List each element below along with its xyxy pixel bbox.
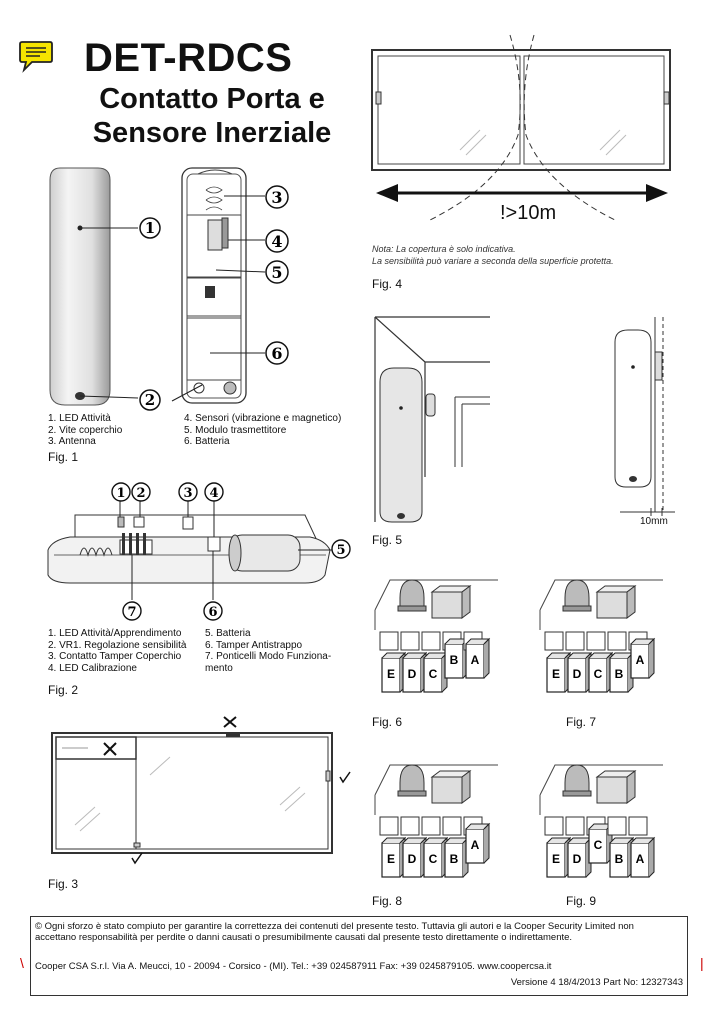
fig6-pin-label: B xyxy=(450,653,459,667)
fig2-callout-2: 2 xyxy=(131,482,151,502)
fig4-caption: Fig. 4 xyxy=(372,277,403,291)
fig2-callout-5: 5 xyxy=(331,539,351,559)
svg-text:2: 2 xyxy=(136,486,145,501)
fig8-pin-label: E xyxy=(387,852,395,866)
svg-text:1: 1 xyxy=(145,219,155,237)
fig1-callout-2: 2 xyxy=(139,389,161,411)
fig1-legend-right: 4. Sensori (vibrazione e magnetico)5. Mo… xyxy=(184,413,342,447)
svg-text:6: 6 xyxy=(271,344,282,363)
footer-box: © Ogni sforzo è stato compiuto per garan… xyxy=(30,916,688,996)
fig6-pin-label: A xyxy=(471,653,480,667)
fig1-illustration xyxy=(49,167,266,406)
fig1-caption: Fig. 1 xyxy=(48,450,79,464)
footer-version: Versione 4 18/4/2013 Part No: 12327343 xyxy=(510,977,683,988)
fig9-caption: Fig. 9 xyxy=(566,894,597,908)
fig4-illustration xyxy=(371,34,671,221)
fig2-callout-1: 1 xyxy=(111,482,131,502)
svg-text:6: 6 xyxy=(208,605,217,620)
footer-address: Cooper CSA S.r.l. Via A. Meucci, 10 - 20… xyxy=(35,961,552,972)
fig2-callout-7: 7 xyxy=(122,601,142,621)
fig9-pin-label: D xyxy=(573,852,582,866)
svg-text:3: 3 xyxy=(183,486,192,501)
fig9-pin-label: A xyxy=(636,852,645,866)
fig8-caption: Fig. 8 xyxy=(372,894,403,908)
fig7-caption: Fig. 7 xyxy=(566,715,597,729)
margin-mark-right: | xyxy=(700,955,704,971)
margin-mark-left: \ xyxy=(20,955,24,971)
fig4-distance-label: !>10m xyxy=(500,202,557,224)
note-icon xyxy=(19,41,53,73)
fig9-pin-label: B xyxy=(615,852,624,866)
svg-text:4: 4 xyxy=(271,232,282,251)
svg-text:1: 1 xyxy=(116,486,125,501)
fig1-callout-5: 5 xyxy=(265,260,289,284)
fig6-caption: Fig. 6 xyxy=(372,715,403,729)
fig4-note: Nota: La copertura è solo indicativa.La … xyxy=(372,244,614,266)
fig8-pin-label: C xyxy=(429,852,438,866)
fig1-callout-6: 6 xyxy=(265,341,289,365)
fig7-pin-label: C xyxy=(594,667,603,681)
svg-text:7: 7 xyxy=(127,605,136,620)
page-subtitle-line2: Sensore Inerziale xyxy=(92,117,332,149)
fig7-pin-label: D xyxy=(573,667,582,681)
fig7-pin-label: B xyxy=(615,667,624,681)
fig7-pin-label: E xyxy=(552,667,560,681)
fig6-pin-label: D xyxy=(408,667,417,681)
fig8-pin-label: D xyxy=(408,852,417,866)
fig2-callout-6: 6 xyxy=(203,601,223,621)
fig5-caption: Fig. 5 xyxy=(372,533,403,547)
fig2-callout-3: 3 xyxy=(178,482,198,502)
fig9-pin-label: E xyxy=(552,852,560,866)
fig2-caption: Fig. 2 xyxy=(48,683,79,697)
svg-text:2: 2 xyxy=(145,391,155,409)
fig3-caption: Fig. 3 xyxy=(48,877,79,891)
footer-disclaimer: © Ogni sforzo è stato compiuto per garan… xyxy=(35,921,634,943)
svg-text:5: 5 xyxy=(271,263,282,282)
svg-text:5: 5 xyxy=(336,543,345,558)
fig2-callout-4: 4 xyxy=(204,482,224,502)
fig8-pin-label: A xyxy=(471,838,480,852)
fig1-callout-1: 1 xyxy=(139,217,161,239)
fig3-illustration xyxy=(51,716,351,865)
fig1-callout-4: 4 xyxy=(265,229,289,253)
fig5-illustration xyxy=(374,316,675,523)
fig5-gap-label: 10mm xyxy=(640,516,668,527)
fig6-pin-label: C xyxy=(429,667,438,681)
page-title: DET-RDCS xyxy=(84,36,293,80)
fig8-pin-label: B xyxy=(450,852,459,866)
fig1-callout-3: 3 xyxy=(265,185,289,209)
fig6-pin-label: E xyxy=(387,667,395,681)
svg-text:4: 4 xyxy=(209,486,218,501)
svg-text:3: 3 xyxy=(271,188,282,207)
page-subtitle-line1: Contatto Porta e xyxy=(99,83,325,115)
fig2-illustration xyxy=(47,500,332,600)
fig9-pin-label: C xyxy=(594,838,603,852)
fig7-pin-label: A xyxy=(636,653,645,667)
